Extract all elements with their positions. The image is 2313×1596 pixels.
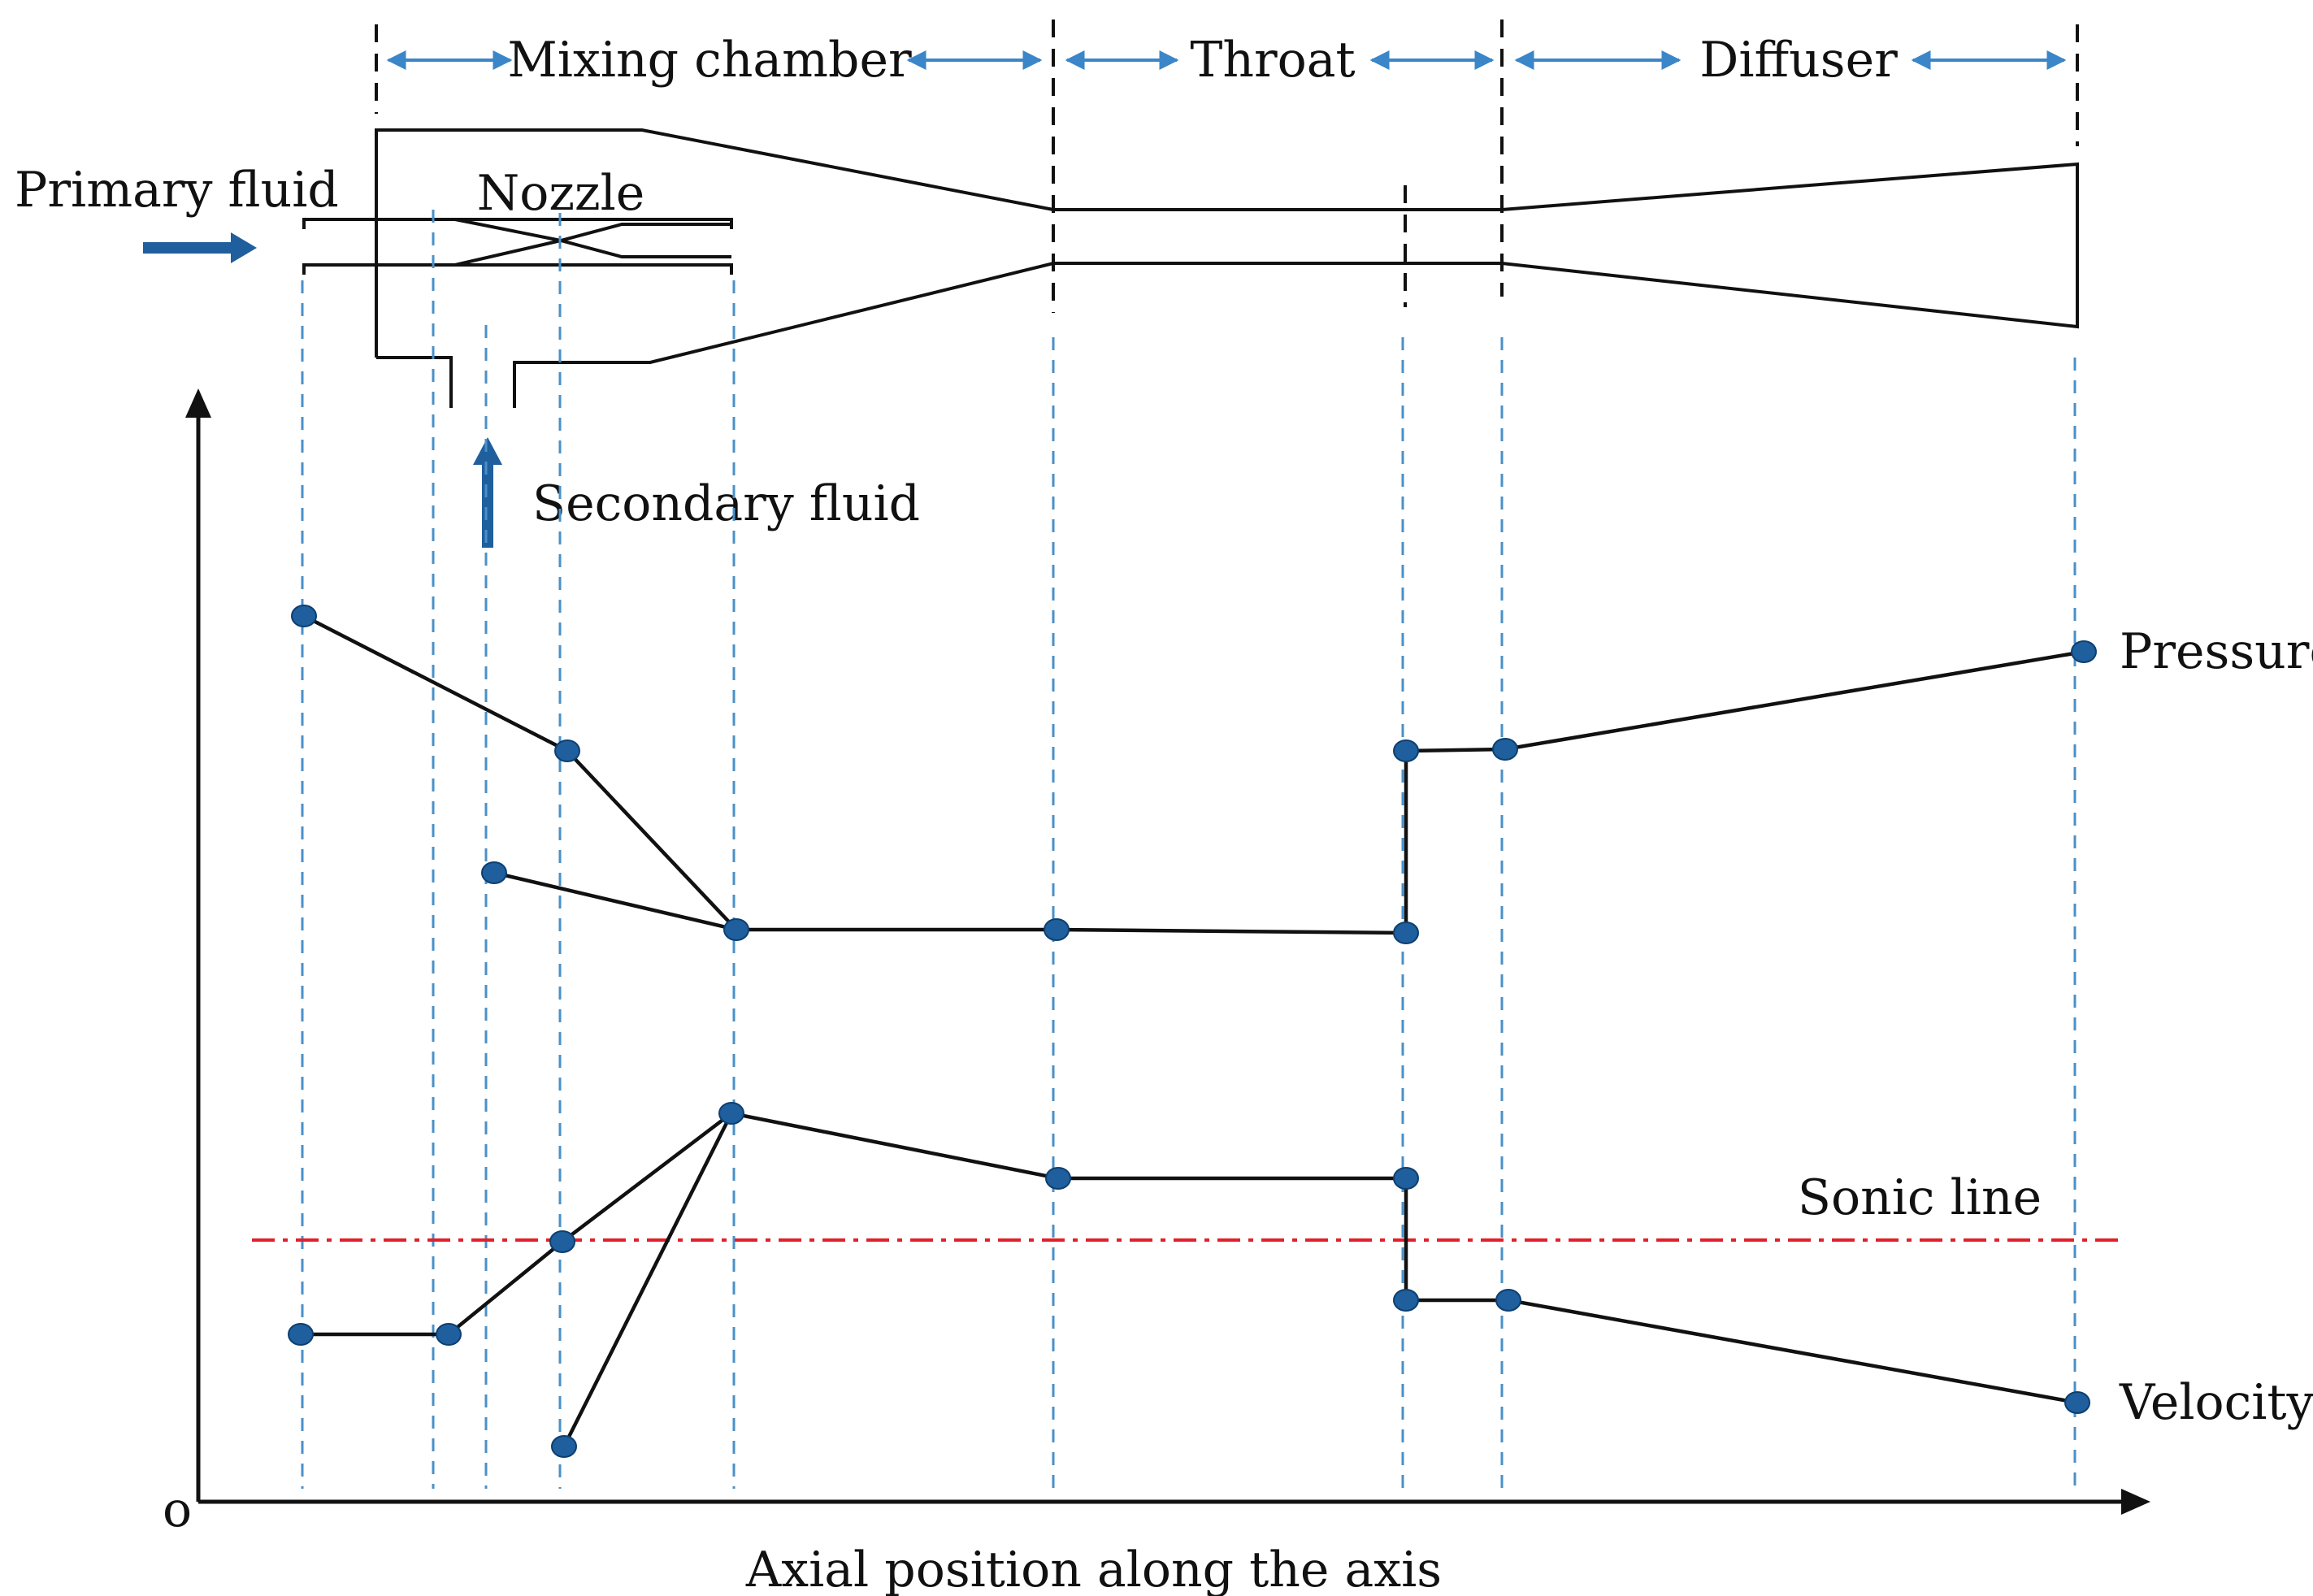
velocity-point — [1393, 1167, 1419, 1190]
x-axis-arrowhead — [2121, 1489, 2150, 1515]
velocity-curve — [301, 1111, 2078, 1448]
velocity-label: Velocity — [2119, 1374, 2313, 1431]
pressure-points — [291, 605, 2097, 944]
section-label-diffuser: Diffuser — [1699, 32, 1898, 89]
pressure-label: Pressure — [2120, 623, 2313, 680]
pressure-point — [554, 739, 580, 762]
pressure-point — [1393, 739, 1419, 762]
y-axis-arrowhead — [185, 388, 211, 418]
pressure-curve — [302, 614, 2085, 935]
velocity-point — [1495, 1289, 1521, 1312]
secondary-fluid-label: Secondary fluid — [532, 475, 920, 532]
velocity-point — [2064, 1391, 2090, 1414]
velocity-point — [436, 1323, 462, 1346]
sonic-line-label: Sonic line — [1798, 1169, 2042, 1226]
pressure-point — [291, 605, 317, 627]
velocity-point — [1393, 1289, 1419, 1312]
section-label-mixing-chamber: Mixing chamber — [507, 32, 912, 89]
velocity-points — [288, 1102, 2090, 1458]
pressure-point — [723, 918, 749, 941]
velocity-point — [718, 1102, 744, 1125]
section-label-throat: Throat — [1190, 32, 1355, 89]
velocity-point — [549, 1230, 575, 1253]
primary-fluid-arrow — [143, 232, 257, 263]
velocity-point — [1045, 1167, 1071, 1190]
pressure-point — [1492, 738, 1518, 761]
pressure-point — [2071, 640, 2097, 663]
station-guides — [301, 210, 2076, 1495]
velocity-point — [288, 1323, 314, 1346]
velocity-point — [551, 1435, 577, 1458]
pressure-point — [1393, 922, 1419, 944]
x-axis-label: Axial position along the axis — [745, 1542, 1442, 1596]
origin-label: o — [163, 1481, 192, 1538]
nozzle-label: Nozzle — [477, 165, 645, 222]
pressure-point — [1044, 918, 1070, 941]
nozzle-converging — [304, 218, 731, 267]
secondary-fluid-arrow — [473, 437, 502, 548]
primary-fluid-label: Primary fluid — [15, 162, 339, 219]
axes — [196, 406, 2129, 1504]
pressure-point — [481, 861, 507, 884]
